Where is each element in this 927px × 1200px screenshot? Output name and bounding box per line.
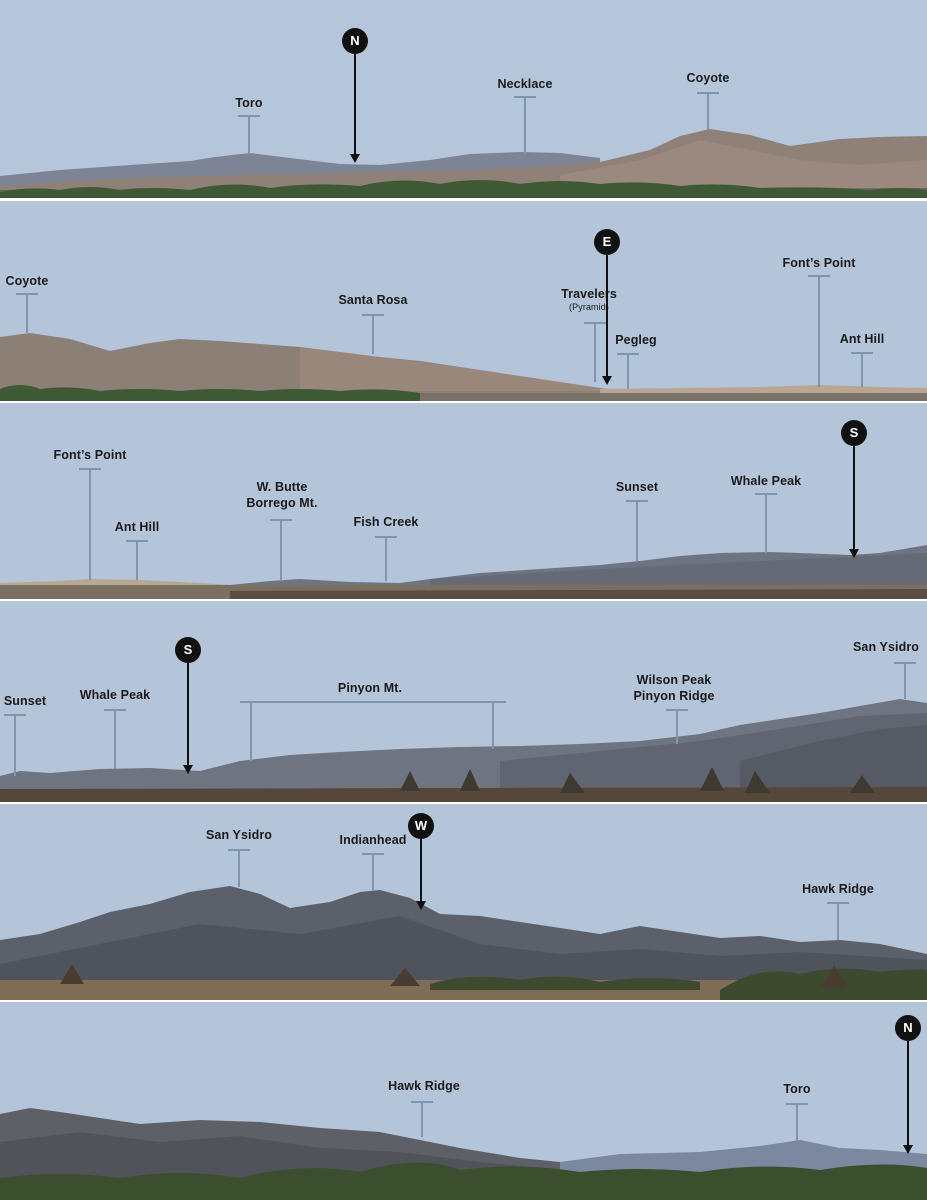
label-sunset: Sunset (3, 694, 47, 708)
label-ant-hill: Ant Hill (114, 520, 160, 534)
label-san-ysidro: San Ysidro (852, 640, 920, 654)
label-hawk-ridge: Hawk Ridge (802, 882, 874, 896)
label-fonts-point: Font’s Point (53, 448, 127, 462)
label-fish-creek: Fish Creek (353, 515, 419, 529)
label-santa-rosa: Santa Rosa (338, 293, 408, 307)
label-coyote: Coyote (5, 274, 49, 288)
panorama-panel-north: Toro Necklace Coyote N (0, 0, 927, 198)
label-travelers: Travelers(Pyramid) (561, 287, 617, 312)
landscape-photo (0, 201, 927, 401)
landscape-photo (0, 0, 927, 198)
compass-north-marker: N (342, 28, 368, 54)
label-sunset: Sunset (615, 480, 659, 494)
label-whale-peak: Whale Peak (730, 474, 802, 488)
landscape-photo (0, 403, 927, 599)
label-pinyon-mt: Pinyon Mt. (337, 681, 403, 695)
label-toro: Toro (783, 1082, 811, 1096)
label-hawk-ridge: Hawk Ridge (388, 1079, 460, 1093)
compass-north-marker: N (895, 1015, 921, 1041)
label-whale-peak: Whale Peak (79, 688, 151, 702)
compass-west-marker: W (408, 813, 434, 839)
panorama-panel-east: Coyote Santa Rosa Travelers(Pyramid) Peg… (0, 201, 927, 401)
label-pegleg: Pegleg (615, 333, 657, 347)
label-toro: Toro (235, 96, 263, 110)
compass-east-marker: E (594, 229, 620, 255)
compass-south-marker: S (175, 637, 201, 663)
panorama-panel-south-2: Sunset Whale Peak Pinyon Mt. Wilson Peak… (0, 601, 927, 802)
label-indianhead: Indianhead (339, 833, 407, 847)
landscape-photo (0, 601, 927, 802)
label-ant-hill: Ant Hill (839, 332, 885, 346)
landscape-photo (0, 804, 927, 1000)
label-coyote: Coyote (686, 71, 730, 85)
panorama-panel-west: San Ysidro Indianhead Hawk Ridge W (0, 804, 927, 1000)
panorama-panel-north-2: Hawk Ridge Toro N (0, 1002, 927, 1200)
label-necklace: Necklace (497, 77, 553, 91)
label-fonts-point: Font’s Point (782, 256, 856, 270)
label-san-ysidro: San Ysidro (205, 828, 273, 842)
landscape-photo (0, 1002, 927, 1200)
compass-south-marker: S (841, 420, 867, 446)
